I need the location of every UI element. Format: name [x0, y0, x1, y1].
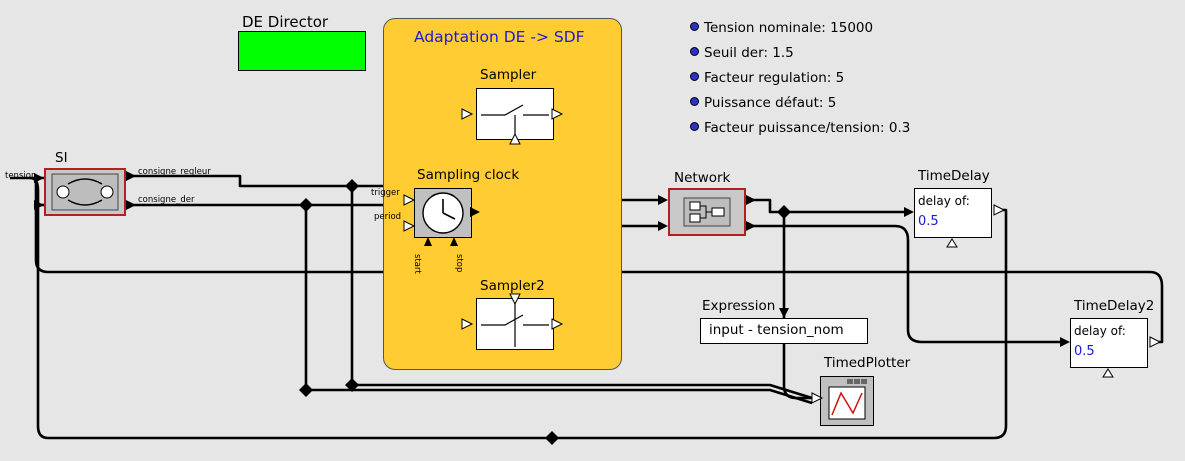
parameter-text: Seuil der: 1.5	[704, 45, 794, 61]
expression-actor[interactable]: input - tension_nom	[700, 318, 868, 344]
plot-icon	[828, 379, 867, 420]
network-label: Network	[674, 170, 731, 186]
composite-title: Adaptation DE -> SDF	[414, 28, 585, 46]
timedelay2-actor[interactable]: delay of: 0.5	[1070, 318, 1148, 368]
parameter-bullet-icon	[690, 72, 699, 81]
parameter-bullet-icon	[690, 22, 699, 31]
switch-icon	[481, 301, 549, 347]
clock-port-period: period	[374, 212, 402, 222]
si-port-in-label: tension	[5, 171, 37, 181]
timedelay2-param-value: 0.5	[1074, 344, 1095, 359]
timedelay2-param-label: delay of:	[1074, 324, 1126, 338]
clock-label: Sampling clock	[417, 167, 520, 183]
timedelay-param-label: delay of:	[918, 194, 970, 208]
sampler-label: Sampler	[480, 67, 537, 83]
parameter-text: Facteur regulation: 5	[704, 70, 845, 86]
parameter-item[interactable]: Puissance défaut: 5	[690, 95, 836, 111]
si-port-out1-label: consigne_regleur	[138, 167, 211, 177]
timedelay-label: TimeDelay	[918, 168, 990, 184]
parameter-bullet-icon	[690, 122, 699, 131]
parameter-item[interactable]: Tension nominale: 15000	[690, 20, 873, 36]
expression-label: Expression	[702, 298, 776, 314]
timedelay-delay-port-icon	[946, 238, 958, 248]
parameter-text: Tension nominale: 15000	[704, 20, 874, 36]
timedelay2-delay-port-icon	[1102, 368, 1114, 378]
clock-icon	[422, 192, 464, 234]
expression-text: input - tension_nom	[709, 322, 844, 338]
composite-icon	[683, 197, 731, 227]
parameter-text: Facteur puissance/tension: 0.3	[704, 120, 911, 136]
parameter-bullet-icon	[690, 97, 699, 106]
network-actor[interactable]	[668, 188, 746, 236]
parameter-item[interactable]: Facteur puissance/tension: 0.3	[690, 120, 910, 136]
de-director[interactable]	[238, 31, 366, 71]
parameter-item[interactable]: Facteur regulation: 5	[690, 70, 844, 86]
si-label: SI	[55, 150, 68, 166]
timedelay2-label: TimeDelay2	[1074, 298, 1155, 314]
clock-port-trigger: trigger	[371, 188, 400, 198]
si-port-out2-label: consigne_der	[138, 195, 195, 205]
si-actor[interactable]	[44, 168, 126, 216]
sampler2-label: Sampler2	[480, 278, 545, 294]
timed-plotter-actor[interactable]	[820, 376, 874, 426]
director-label: DE Director	[242, 13, 329, 31]
parameter-item[interactable]: Seuil der: 1.5	[690, 45, 794, 61]
parameter-text: Puissance défaut: 5	[704, 95, 837, 111]
si-composite-icon	[51, 173, 119, 211]
sampler-actor[interactable]	[476, 88, 554, 140]
plotter-label: TimedPlotter	[824, 355, 911, 371]
timedelay-actor[interactable]: delay of: 0.5	[914, 188, 992, 238]
parameter-bullet-icon	[690, 47, 699, 56]
timedelay-param-value: 0.5	[918, 214, 939, 229]
